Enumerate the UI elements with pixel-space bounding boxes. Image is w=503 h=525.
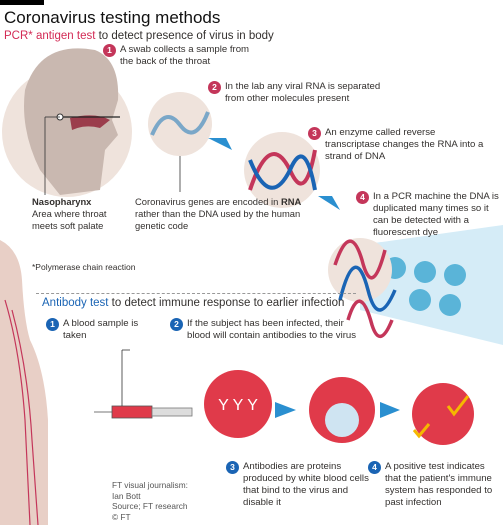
- arrow-icon: [318, 196, 340, 210]
- vein-icon: [4, 299, 31, 525]
- antibody-subtitle: Antibody test to detect immune response …: [42, 297, 345, 309]
- arrow-icon: [208, 138, 232, 150]
- arrow-icon: [275, 402, 296, 418]
- credits: FT visual journalism: Ian Bott Source; F…: [112, 480, 188, 522]
- brand-bar: [0, 0, 44, 5]
- virus-icon: [325, 403, 359, 437]
- dna-duplication-icon: [333, 239, 387, 280]
- positive-result-circle: [412, 383, 474, 445]
- blood-sample-circle: [204, 370, 272, 438]
- syringe-icon: [111, 405, 153, 419]
- throat-cavity-icon: [70, 115, 110, 130]
- footnote: *Polymerase chain reaction: [32, 262, 136, 272]
- rna-genes-label: Coronavirus genes are encoded in RNA rat…: [135, 196, 302, 231]
- page-title: Coronavirus testing methods: [4, 8, 221, 27]
- antibody-icon: Y Y Y: [218, 397, 258, 414]
- checkmark-icon: [412, 423, 431, 439]
- rna-strand-icon: [150, 111, 210, 136]
- dna-circle: [244, 132, 320, 208]
- pcr-subtitle: PCR* antigen test to detect presence of …: [4, 30, 274, 42]
- arrow-icon: [380, 402, 400, 418]
- section-divider: [36, 293, 356, 294]
- fluorescent-beam: [360, 225, 503, 345]
- body-silhouette-icon: [0, 240, 48, 525]
- checkmark-icon: [446, 395, 470, 417]
